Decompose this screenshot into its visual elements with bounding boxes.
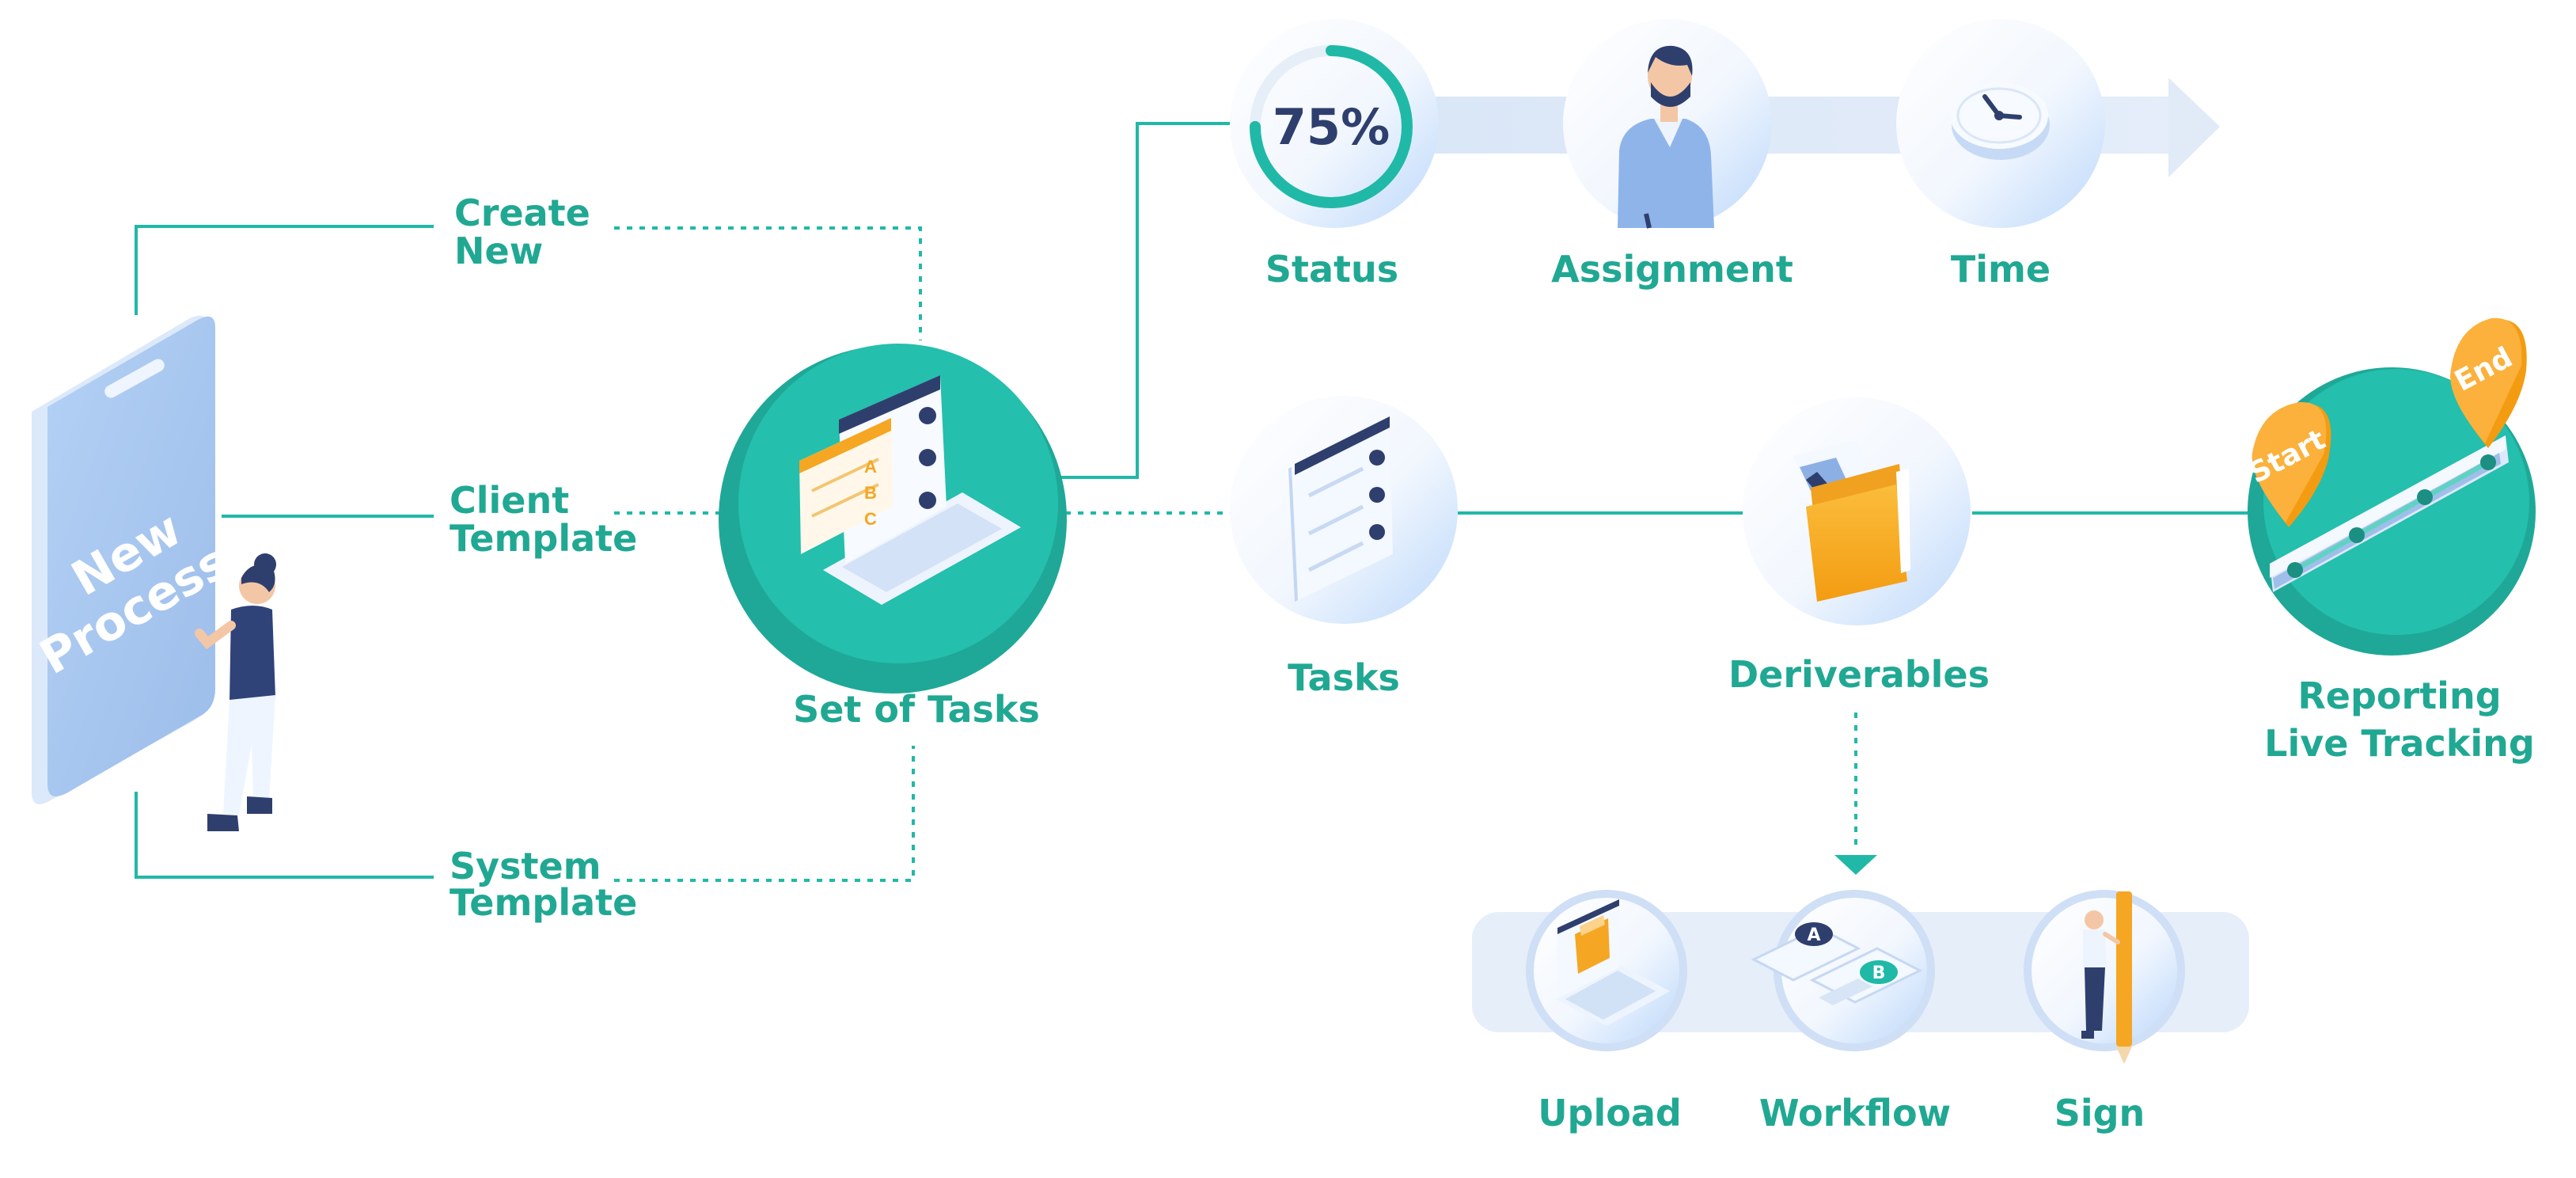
tasks-label: Tasks	[1288, 656, 1400, 699]
hub-label: Set of Tasks	[793, 688, 1040, 731]
connectors	[135, 122, 2248, 882]
arrow-down-icon	[1834, 855, 1877, 875]
upload-label: Upload	[1538, 1092, 1682, 1134]
connector-create-new	[135, 225, 434, 315]
task-list-icon	[1288, 416, 1393, 602]
workflow-badge-b: B	[1872, 963, 1886, 983]
source-create-new-line1: Create	[454, 192, 590, 234]
reporting-node: Start End	[2244, 317, 2536, 656]
tasks-node	[1230, 396, 1458, 624]
upload-node	[1526, 890, 1687, 1051]
person-icon	[1618, 45, 1714, 229]
source-client-template-line2: Template	[450, 517, 637, 560]
woman-figure-icon	[195, 553, 276, 831]
workflow-icon	[1751, 922, 1923, 1005]
set-of-tasks-node: A B C	[719, 344, 1067, 694]
reporting-label-line1: Reporting	[2297, 674, 2501, 717]
status-value: 75%	[1273, 98, 1390, 156]
connector-system-to-hub	[614, 746, 915, 882]
connector-system-template	[135, 792, 434, 879]
workflow-node: A B	[1751, 890, 1935, 1051]
source-system-template-line2: Template	[450, 881, 637, 924]
source-system-template-line1: System	[450, 845, 601, 887]
deliverables-label: Deriverables	[1728, 653, 1990, 696]
hub-letter-b: B	[864, 483, 877, 503]
end-pin-icon	[2450, 317, 2527, 448]
hub-letter-c: C	[864, 509, 877, 529]
status-label: Status	[1265, 248, 1398, 291]
assignment-node	[1563, 19, 1772, 229]
folder-icon	[1793, 440, 1910, 602]
laptop-upload-icon	[1556, 899, 1670, 1026]
pencil-person-icon	[2081, 891, 2132, 1064]
connector-create-to-hub	[614, 226, 922, 340]
reporting-label-line2: Live Tracking	[2264, 722, 2535, 765]
source-create-new-line2: New	[454, 230, 543, 272]
sign-label: Sign	[2054, 1092, 2145, 1134]
workflow-label: Workflow	[1759, 1092, 1951, 1134]
connector-hub-to-status	[1053, 122, 1231, 479]
workflow-badge-a: A	[1807, 925, 1820, 945]
start-pin-icon	[2252, 401, 2331, 527]
time-node	[1896, 19, 2105, 228]
tracking-bar-icon	[2270, 435, 2509, 592]
laptop-checklist-icon	[799, 375, 1021, 605]
sign-node	[2024, 890, 2185, 1064]
assignment-label: Assignment	[1551, 248, 1793, 291]
phone-illustration: New Process	[31, 315, 238, 805]
status-progress-ring	[1250, 45, 1413, 208]
status-node: 75%	[1230, 19, 1439, 228]
time-label: Time	[1951, 248, 2051, 291]
source-client-template-line1: Client	[450, 479, 569, 522]
deliverables-node	[1743, 397, 1971, 625]
hub-letter-a: A	[864, 457, 877, 477]
clock-icon	[1950, 82, 2050, 160]
